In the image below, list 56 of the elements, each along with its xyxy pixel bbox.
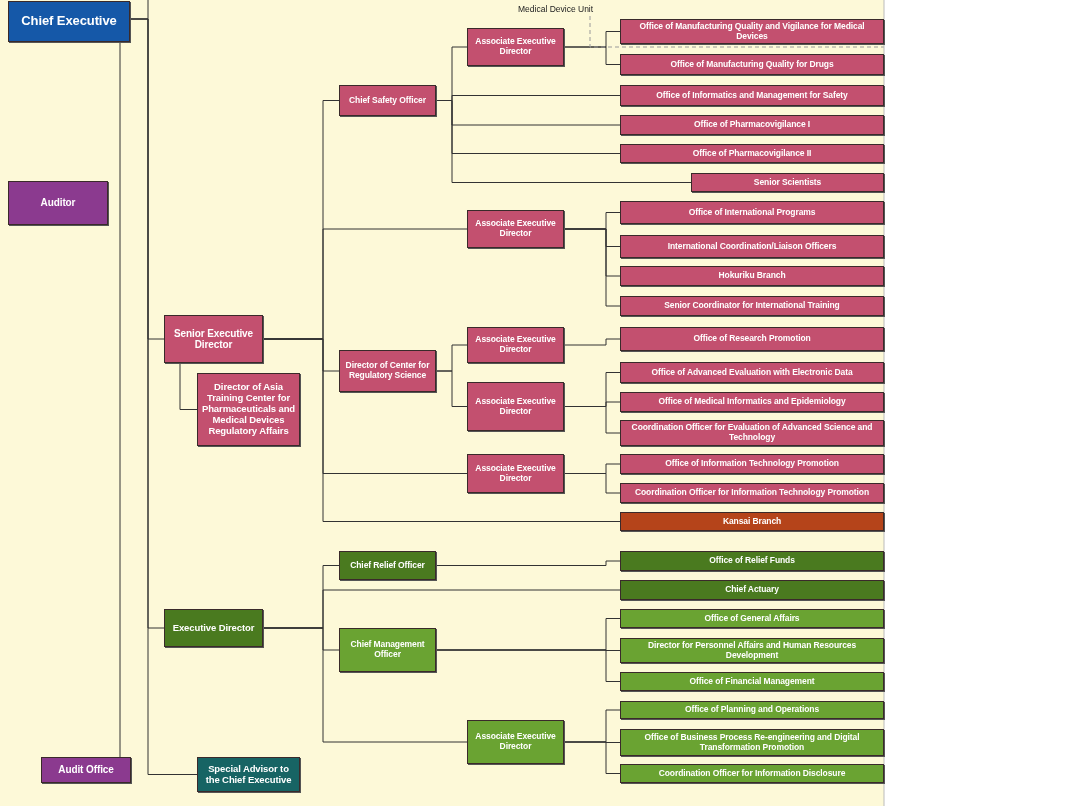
office-box: Office of Advanced Evaluation with Electronic Data bbox=[620, 362, 884, 383]
connector-line bbox=[119, 41, 121, 758]
position-box: Executive Director bbox=[164, 609, 263, 647]
office-box: International Coordination/Liaison Officers bbox=[620, 235, 884, 258]
office-box: Hokuriku Branch bbox=[620, 266, 884, 286]
position-box: Senior Executive Director bbox=[164, 315, 263, 363]
position-box: Chief Safety Officer bbox=[339, 85, 436, 116]
position-box: Auditor bbox=[8, 181, 108, 225]
position-box: Chief Relief Officer bbox=[339, 551, 436, 580]
unit-label: Medical Device Unit bbox=[518, 4, 594, 14]
office-box: Office of Information Technology Promotion bbox=[620, 454, 884, 474]
connector-line bbox=[563, 228, 621, 307]
office-box: Office of Pharmacovigilance I bbox=[620, 115, 884, 135]
office-box: Office of Manufacturing Quality and Vigilance for Medical Devices bbox=[620, 19, 884, 44]
position-box: Director of Asia Training Center for Pharmaceuticals and Medical Devices Regulatory Affairs bbox=[197, 373, 300, 446]
office-box: Kansai Branch bbox=[620, 512, 884, 531]
connector-line bbox=[262, 338, 621, 522]
office-box: Office of Manufacturing Quality for Drugs bbox=[620, 54, 884, 75]
position-box: Associate Executive Director bbox=[467, 720, 564, 764]
connector-line bbox=[563, 473, 621, 494]
position-box: Associate Executive Director bbox=[467, 327, 564, 363]
position-box: Chief Executive bbox=[8, 1, 130, 42]
office-box: Office of Planning and Operations bbox=[620, 701, 884, 719]
position-box: Director of Center for Regulatory Science bbox=[339, 350, 436, 392]
position-box: Associate Executive Director bbox=[467, 382, 564, 431]
office-box: Office of Medical Informatics and Epidemiology bbox=[620, 392, 884, 412]
position-box: Special Advisor to the Chief Executive bbox=[197, 757, 300, 792]
position-box: Audit Office bbox=[41, 757, 131, 783]
office-box: Coordination Officer for Information Technology Promotion bbox=[620, 483, 884, 503]
connector-line bbox=[563, 338, 621, 346]
office-box: Office of Informatics and Management for Safety bbox=[620, 85, 884, 106]
connector-line bbox=[435, 370, 468, 407]
office-box: Coordination Officer for Information Disclosure bbox=[620, 764, 884, 783]
connector-line bbox=[563, 741, 621, 774]
position-box: Associate Executive Director bbox=[467, 454, 564, 493]
connector-line bbox=[435, 649, 621, 682]
office-box: Office of International Programs bbox=[620, 201, 884, 224]
connector-line bbox=[129, 18, 198, 775]
office-box: Director for Personnel Affairs and Human Resources Development bbox=[620, 638, 884, 663]
office-box: Office of Financial Management bbox=[620, 672, 884, 691]
office-box: Senior Scientists bbox=[691, 173, 884, 192]
office-box: Coordination Officer for Evaluation of Advanced Science and Technology bbox=[620, 420, 884, 446]
office-box: Office of Pharmacovigilance II bbox=[620, 144, 884, 163]
office-box: Office of Research Promotion bbox=[620, 327, 884, 351]
office-box: Office of General Affairs bbox=[620, 609, 884, 628]
position-box: Associate Executive Director bbox=[467, 28, 564, 66]
connector-line bbox=[262, 627, 468, 743]
office-box: Office of Business Process Re-engineering and Digital Transformation Promotion bbox=[620, 729, 884, 756]
office-box: Office of Relief Funds bbox=[620, 551, 884, 571]
connector-line bbox=[179, 362, 198, 410]
connector-line bbox=[563, 46, 621, 65]
office-box: Chief Actuary bbox=[620, 580, 884, 600]
position-box: Associate Executive Director bbox=[467, 210, 564, 248]
position-box: Chief Management Officer bbox=[339, 628, 436, 672]
office-box: Senior Coordinator for International Training bbox=[620, 296, 884, 316]
connector-line bbox=[435, 560, 621, 566]
